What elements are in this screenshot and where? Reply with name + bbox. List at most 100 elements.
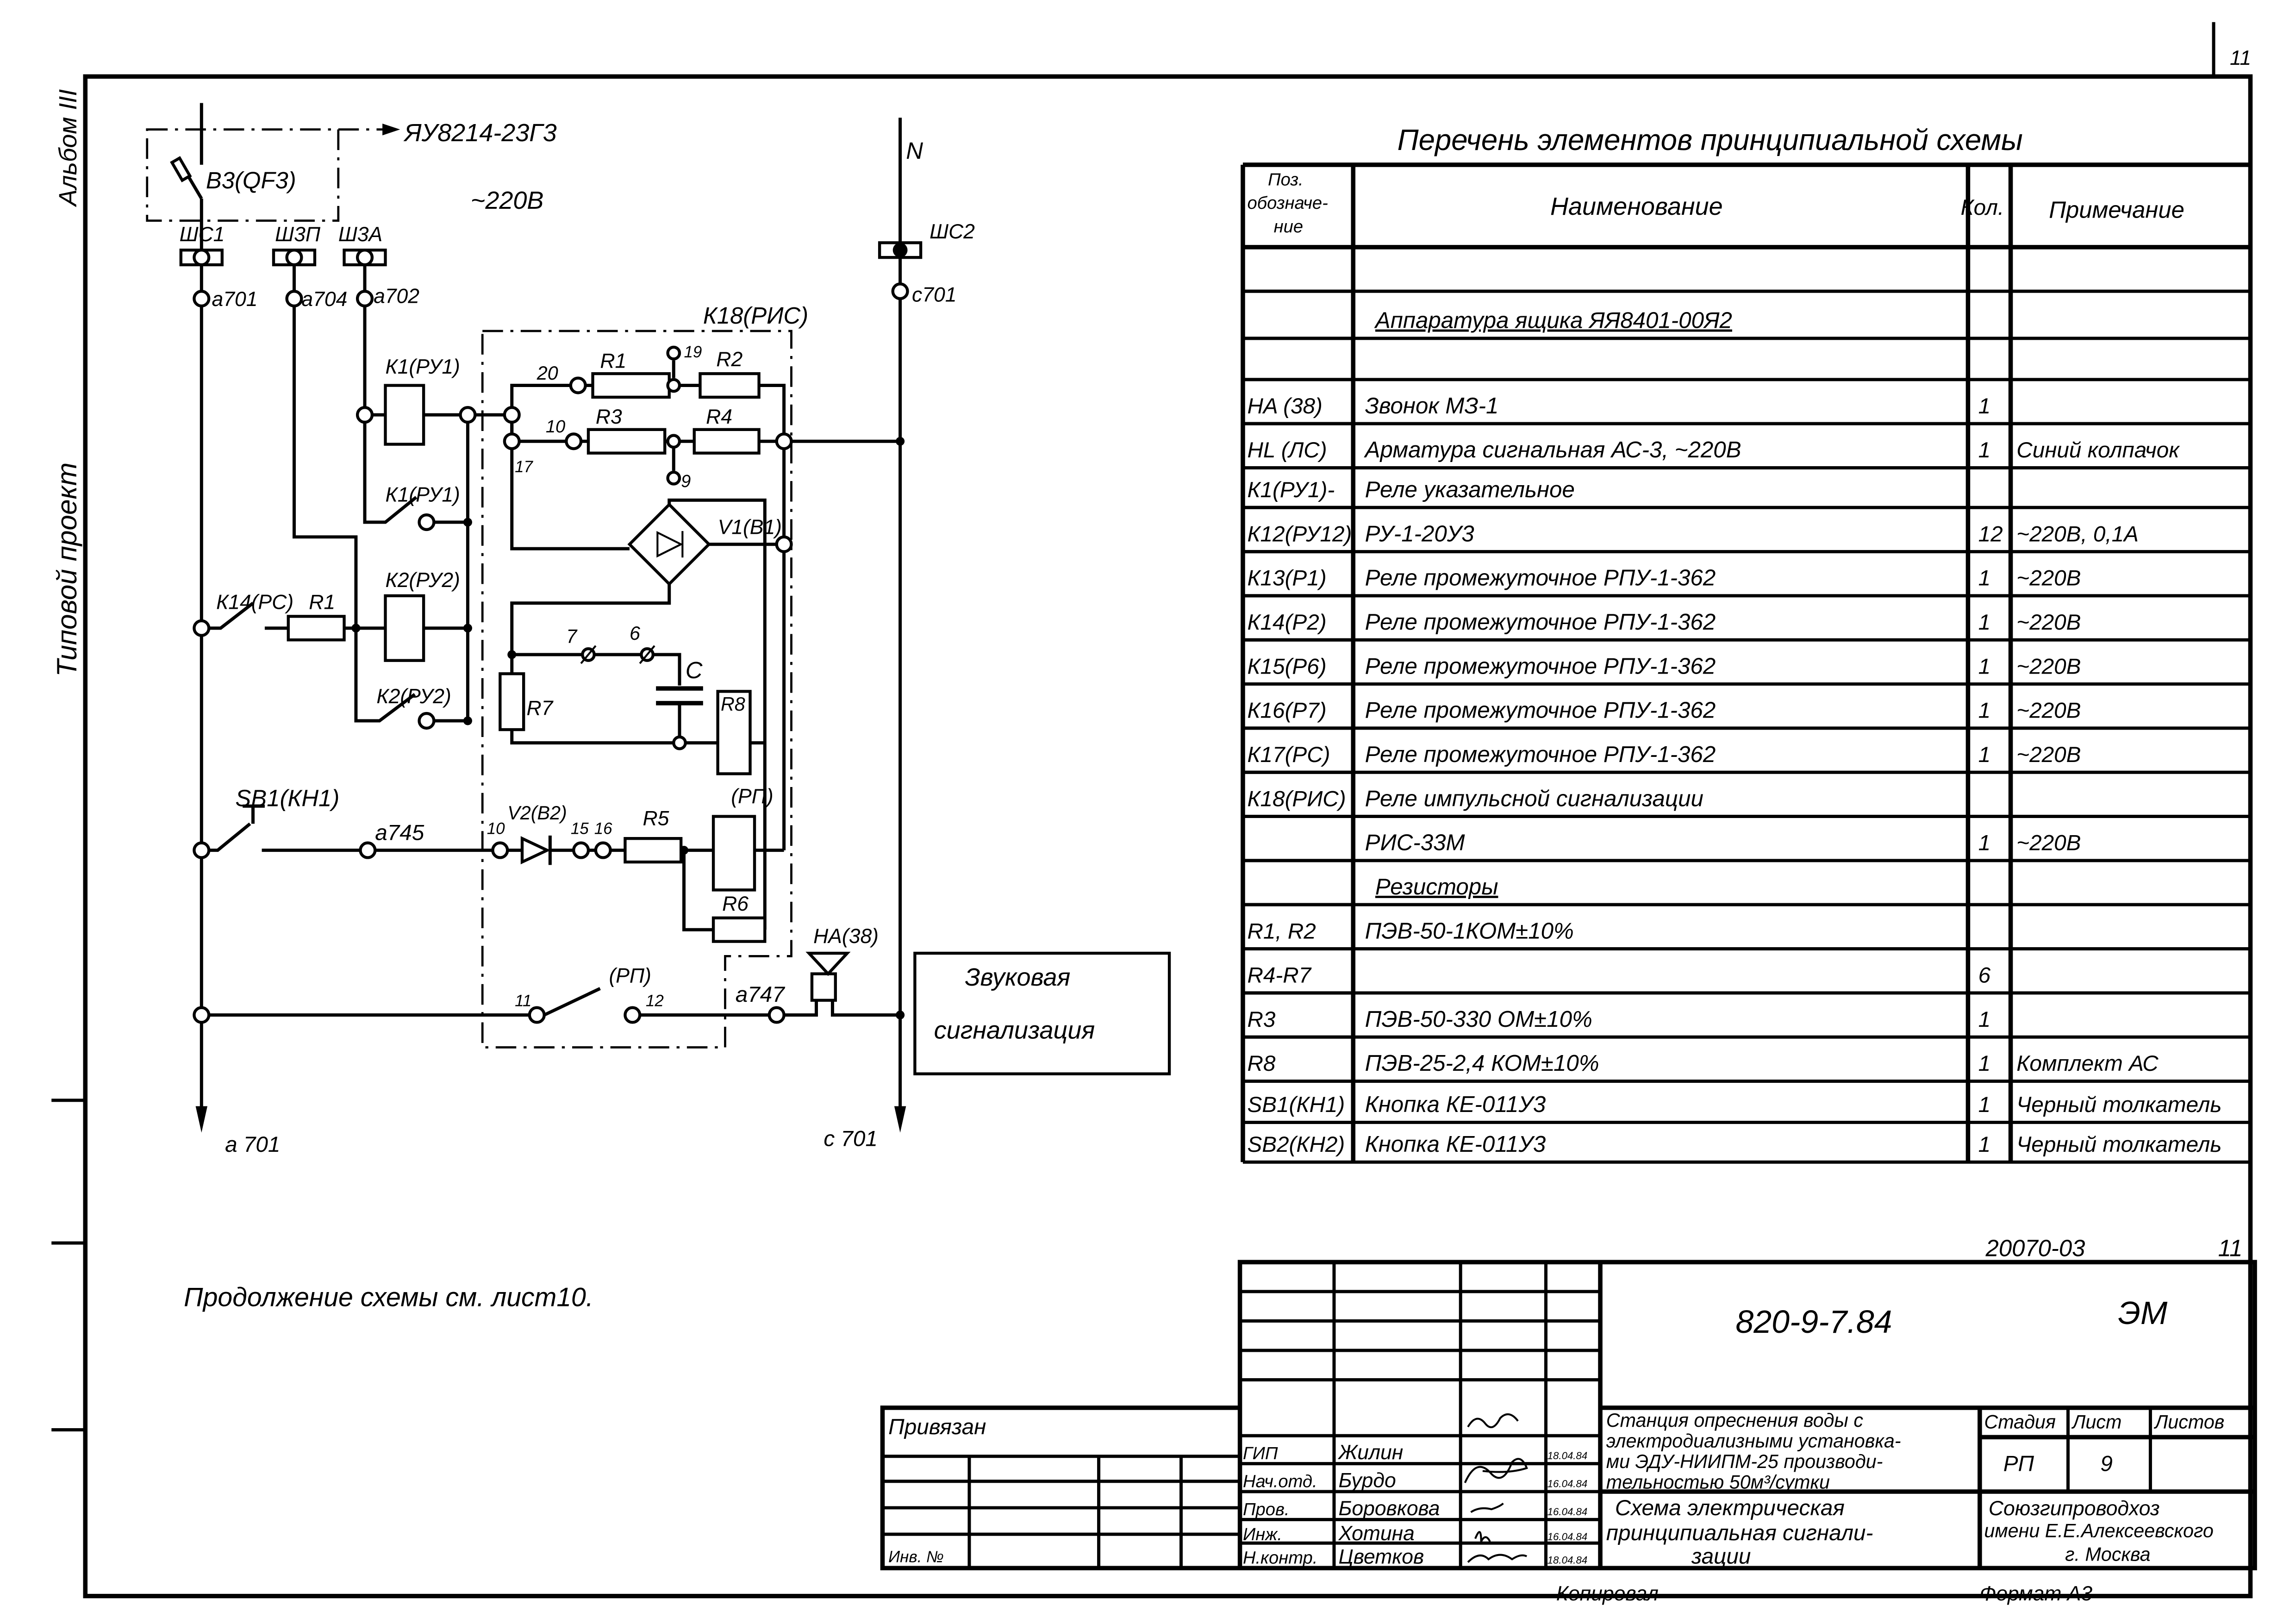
terminal-shc2: ШС2 [930,220,975,243]
wire-a745: а745 [375,820,424,845]
cell-name: Реле указательное [1365,477,1575,502]
cell-pos: HL (ЛС) [1247,438,1327,462]
cell-pos: R4-R7 [1247,963,1311,988]
sheets-label: Листов [2153,1411,2224,1432]
cell-name: Реле промежуточное РПУ-1-362 [1365,653,1716,679]
cell-note: Черный толкатель [2016,1093,2221,1117]
r3-label: R3 [596,406,622,428]
rp-coil-label: (РП) [731,785,774,808]
cell-pos: К1(РУ1)- [1247,478,1335,502]
table-row: Аппаратура ящика ЯЯ8401-00Я2 [1242,308,2251,340]
cell-qty: 1 [1978,1132,1991,1157]
cell-name: РУ-1-20У3 [1365,521,1474,546]
cell-note: Синий колпачок [2016,438,2180,462]
cell-qty: 1 [1978,699,1991,723]
sb1-label: SB1(КН1) [235,785,339,811]
v2-label: V2(В2) [507,802,567,824]
sheet-label: Лист [2071,1411,2121,1432]
cell-pos: К14(Р2) [1247,610,1326,635]
r2-label: R2 [716,348,742,371]
staff-role: Пров. [1243,1499,1289,1519]
inv-label: Инв. № [888,1548,944,1566]
element-list-title: Перечень элементов принципиальной схемы [1398,124,2023,156]
cell-note: ~220В [2016,743,2081,767]
table-row: Резисторы [1242,874,2251,906]
cell-qty: 1 [1978,1051,1991,1076]
copied-label: Копировал [1556,1582,1659,1605]
pin-10: 10 [546,417,565,437]
cell-qty: 6 [1978,963,1991,988]
cell-qty: 1 [1978,394,1991,418]
table-row: К1(РУ1)- Реле указательное [1242,477,2251,509]
doc-code: 820-9-7.84 [1735,1304,1892,1340]
bell-label: HA(38) [813,925,879,948]
pin-11: 11 [515,992,531,1010]
terminal-sh3p: Ш3П [275,223,321,246]
pin-17: 17 [515,458,533,476]
cell-note: ~220В [2016,699,2081,723]
r6-label: R6 [722,893,749,915]
cell-pos: К17(РС) [1247,743,1330,767]
terminal-shc1: ШС1 [180,223,225,246]
element-list-table: Поз. обозначе- ние Наименование Кол. При… [1241,162,2251,1164]
r1-label: R1 [600,350,626,372]
staff-role: Н.контр. [1243,1548,1317,1568]
staff-role: ГИП [1243,1443,1278,1463]
project-line-2: электродиализными установка- [1606,1430,1901,1452]
cell-name: Звонок МЗ-1 [1365,393,1499,418]
wire-a701: а701 [212,288,258,311]
r8-label: R8 [721,693,745,715]
cell-qty: 1 [1978,1007,1991,1032]
staff-role: Инж. [1243,1524,1282,1544]
signatures [1464,1413,1528,1563]
k1-contact-label: К1(РУ1) [385,484,460,506]
cell-pos: SB1(КН1) [1247,1093,1345,1117]
k2-coil-label: К2(РУ2) [385,569,460,592]
k2-contact-label: К2(РУ2) [376,685,451,708]
format-label: Формат А3 [1980,1582,2093,1605]
feeder-label: ЯУ8214-23Г3 [403,119,557,147]
archive-number: 20070-03 [1985,1235,2085,1262]
table-row: К18(РИС)Реле импульсной сигнализации [1242,786,2251,818]
cell-qty: 1 [1978,438,1991,462]
cell-qty: 1 [1978,566,1991,591]
org-line-1: Союзгипроводхоз [1989,1497,2160,1520]
stage-label: Стадия [1984,1411,2056,1432]
header-pos-2: обозначе- [1247,193,1328,213]
breaker-label: В3(QF3) [206,167,296,194]
archive-sheet: 11 [2218,1235,2243,1262]
continuation-note: Продолжение схемы см. лист10. [184,1283,593,1312]
cell-note: ~220В [2016,566,2081,591]
staff-name: Хотина [1338,1522,1414,1545]
cell-note: ~220В [2016,831,2081,856]
cell-pos: HA (38) [1247,394,1322,418]
org-line-2: имени Е.Е.Алексеевского [1984,1520,2214,1541]
cell-name: Реле импульсной сигнализации [1365,786,1703,811]
staff-name: Бурдо [1338,1469,1396,1492]
header-name: Наименование [1550,193,1723,220]
r4-label: R4 [706,406,732,428]
cell-note: ~220В [2016,654,2081,679]
pin-16: 16 [594,820,612,838]
pin-10b: 10 [487,820,505,838]
cell-name: Реле промежуточное РПУ-1-362 [1365,565,1716,591]
wire-a702: а702 [374,285,419,308]
pin-9: 9 [681,471,691,491]
cell-pos: R3 [1247,1007,1275,1032]
project-line-4: тельностью 50м³/сутки [1606,1472,1830,1493]
terminals [193,243,909,1024]
terminal-sh3a: Ш3А [338,223,382,246]
k18-label: К18(РИС) [703,302,808,329]
cell-name: Кнопка КЕ-011У3 [1365,1092,1546,1117]
r5-label: R5 [643,807,669,830]
